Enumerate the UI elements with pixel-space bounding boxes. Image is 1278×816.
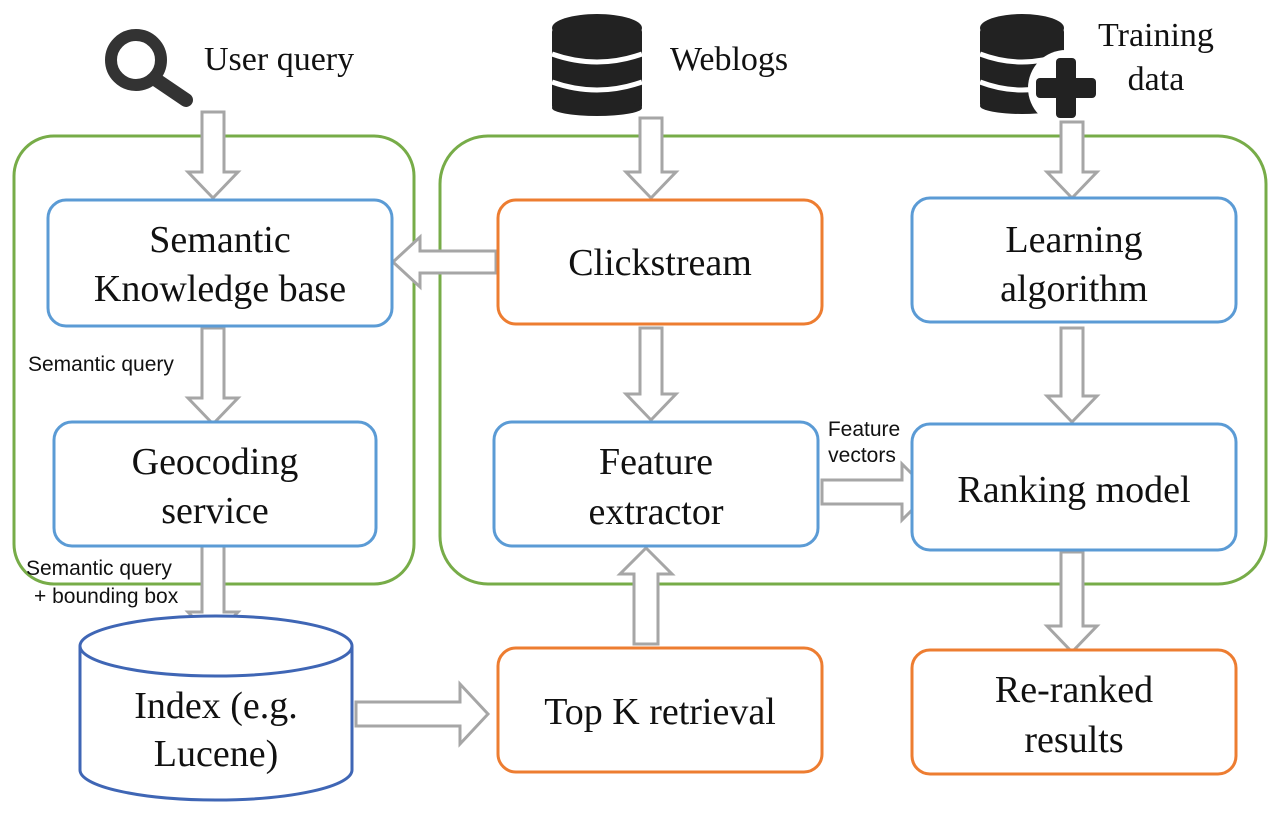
arrow-learning-to-ranking	[1043, 326, 1101, 425]
user-query-label: User query	[204, 41, 354, 78]
node-reranked-results: Re-ranked results	[910, 648, 1238, 776]
node-ranking-model: Ranking model	[910, 422, 1238, 552]
search-icon	[105, 29, 193, 107]
feature-extractor-line1: Feature	[599, 441, 713, 483]
edge-label-semantic-query-bbox-line1: Semantic query	[26, 557, 172, 580]
node-top-k-retrieval: Top K retrieval	[496, 646, 824, 774]
geocoding-line1: Geocoding	[132, 441, 299, 483]
database-add-icon	[979, 14, 1104, 126]
arrow-query-to-kb	[184, 110, 242, 201]
arrow-kb-to-geocoding	[184, 326, 242, 427]
training-data-label-line1: Training	[1098, 17, 1214, 54]
node-index-database: Index (e.g. Lucene)	[78, 614, 354, 802]
learning-algorithm-line2: algorithm	[1000, 268, 1148, 310]
training-data-label-line2: data	[1128, 61, 1185, 98]
right-group-container	[438, 134, 1268, 586]
node-semantic-kb: Semantic Knowledge base	[46, 198, 394, 328]
edge-label-feature-vectors-line2: vectors	[828, 444, 896, 467]
arrow-clickstream-to-kb	[390, 233, 498, 291]
arrow-training-to-learning	[1043, 120, 1101, 201]
weblogs-label: Weblogs	[670, 41, 788, 78]
clickstream-label: Clickstream	[568, 242, 752, 284]
edge-label-semantic-query: Semantic query	[28, 353, 174, 376]
arrow-topk-to-extractor	[616, 545, 676, 646]
node-learning-algorithm: Learning algorithm	[910, 196, 1238, 324]
edge-label-semantic-query-bbox-line2: + bounding box	[34, 585, 179, 608]
arrow-index-to-topk	[354, 680, 491, 748]
index-line2: Lucene)	[154, 733, 278, 775]
node-clickstream: Clickstream	[496, 198, 824, 326]
reranked-line2: results	[1024, 719, 1123, 761]
arrow-ranking-to-results	[1043, 550, 1101, 655]
arrow-weblogs-to-clickstream	[622, 116, 680, 201]
database-icon-weblogs	[551, 14, 643, 116]
arrow-clickstream-to-extractor	[622, 326, 680, 423]
reranked-line1: Re-ranked	[995, 669, 1153, 711]
semantic-kb-line1: Semantic	[149, 219, 290, 261]
semantic-kb-line2: Knowledge base	[94, 268, 346, 310]
ranking-model-label: Ranking model	[957, 469, 1190, 511]
edge-label-feature-vectors-line1: Feature	[828, 418, 900, 441]
node-geocoding-service: Geocoding service	[52, 420, 378, 548]
learning-algorithm-line1: Learning	[1005, 219, 1142, 261]
feature-extractor-line2: extractor	[588, 491, 723, 533]
geocoding-line2: service	[161, 490, 269, 532]
node-feature-extractor: Feature extractor	[492, 420, 820, 548]
top-k-label: Top K retrieval	[544, 691, 776, 733]
index-line1: Index (e.g.	[134, 685, 298, 727]
